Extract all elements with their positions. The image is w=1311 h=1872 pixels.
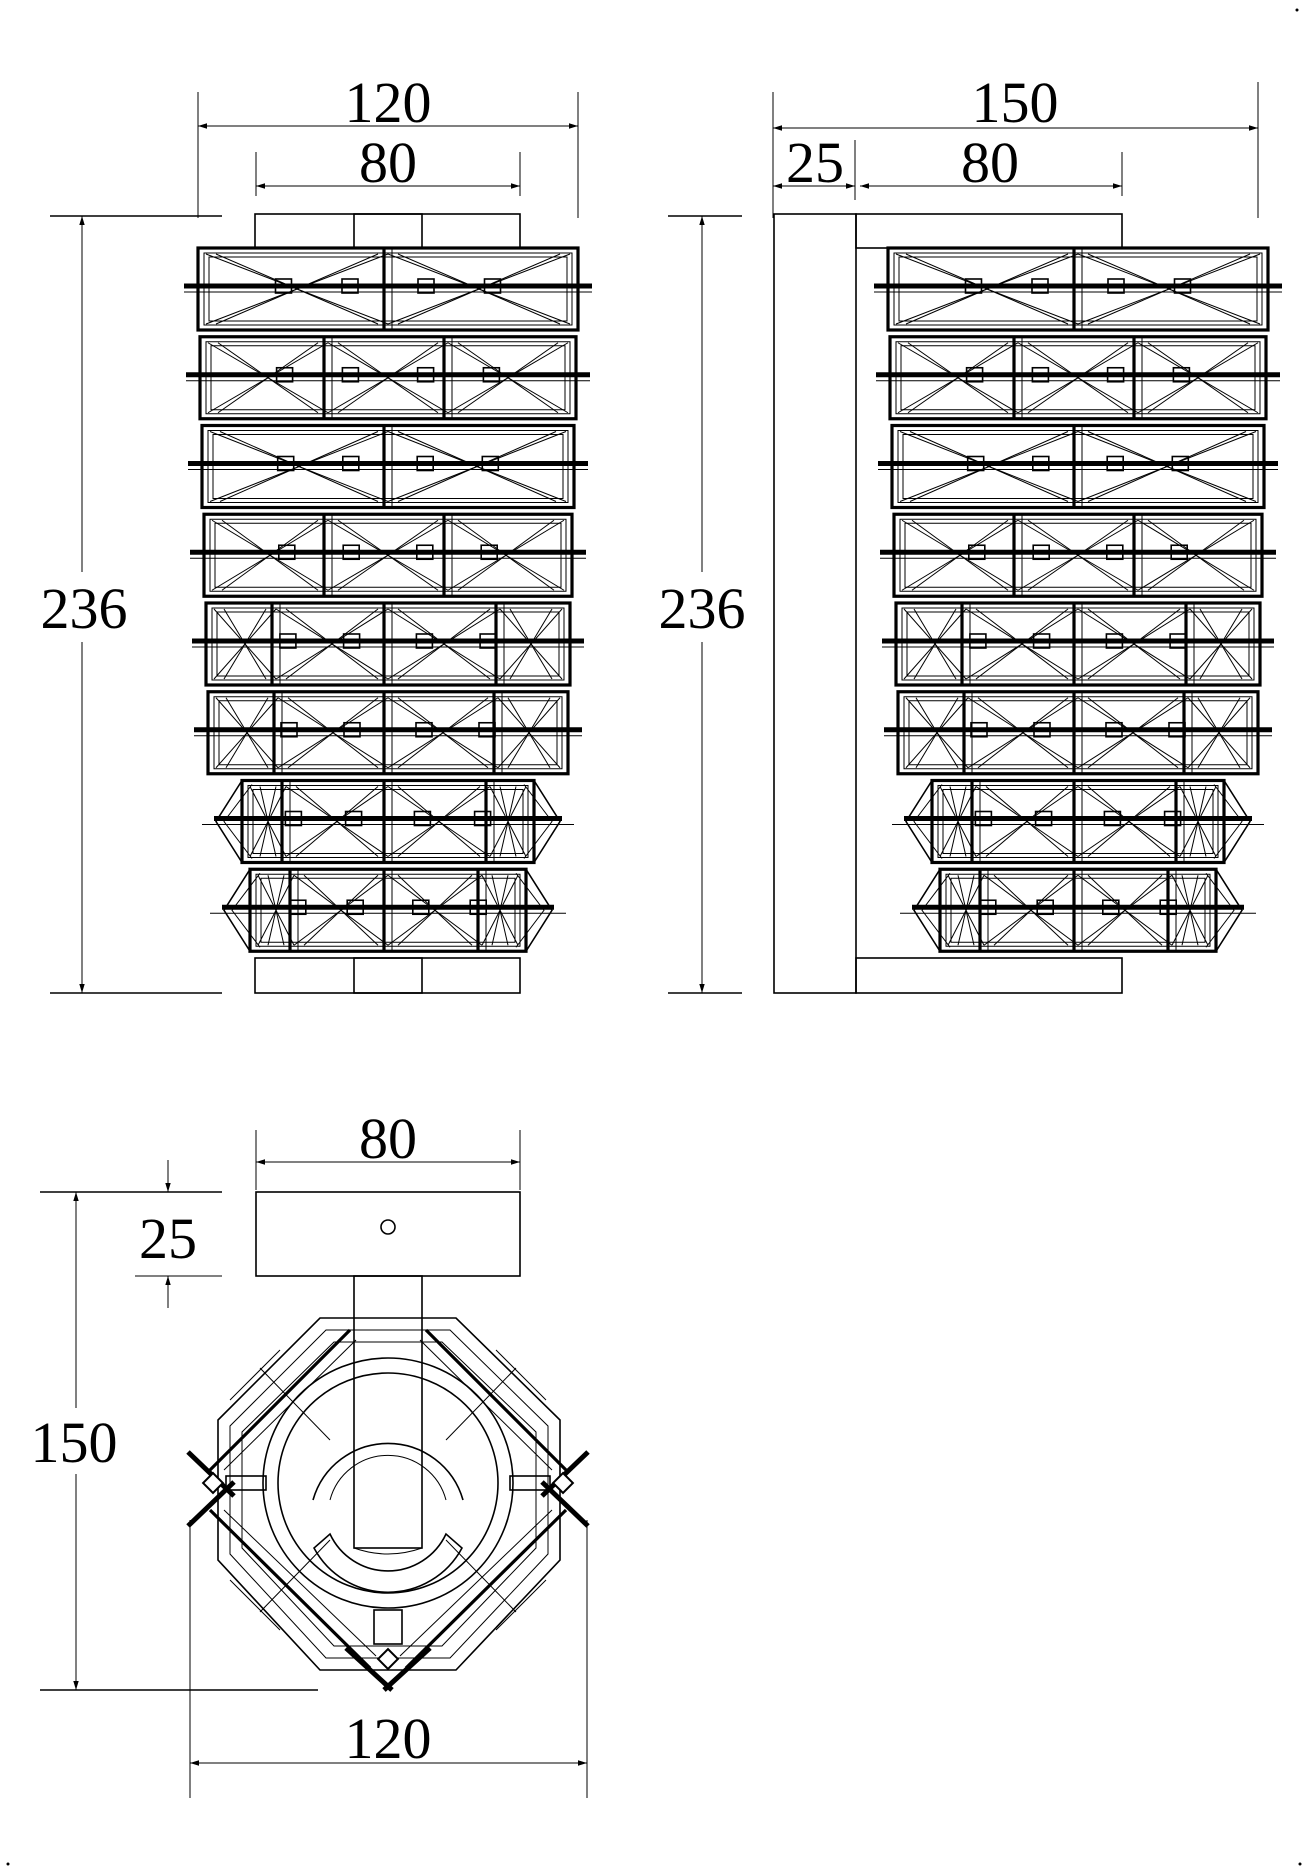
top-dim-width-overall: 120	[189, 1520, 588, 1798]
front-tier	[194, 690, 582, 776]
front-tier	[186, 335, 590, 421]
top-holder-arc	[312, 1442, 464, 1501]
front-top-cap	[254, 213, 521, 249]
front-view: 120 80 236	[30, 70, 592, 994]
top-dim-plate-width: 80	[255, 1106, 521, 1190]
side-tier	[900, 867, 1256, 953]
front-dim-height: 236	[30, 215, 222, 994]
side-tier	[878, 423, 1278, 510]
side-bottom-arm	[855, 957, 1123, 994]
front-top-cap-center	[353, 213, 423, 249]
top-dim-plate-width-label: 80	[359, 1106, 417, 1171]
front-dim-height-label: 236	[41, 576, 128, 641]
side-dim-width-inner: 80	[860, 130, 1123, 196]
front-tier	[184, 246, 592, 332]
top-support-arm	[353, 1275, 423, 1549]
side-view: 150 25 80 236	[648, 70, 1282, 994]
side-dim-height-label: 236	[659, 576, 746, 641]
side-tier	[874, 246, 1282, 332]
side-tier	[876, 335, 1280, 421]
side-dim-width-inner-label: 80	[961, 130, 1019, 195]
top-dim-depth-overall: 150	[20, 1191, 318, 1691]
side-dim-plate-thickness: 25	[773, 130, 856, 200]
top-holder-outer-ring	[262, 1357, 514, 1609]
front-bottom-cap	[254, 957, 521, 994]
front-dim-width-inner: 80	[255, 130, 521, 196]
side-tier	[884, 690, 1272, 776]
top-holder-bottom-segment	[312, 1532, 464, 1594]
top-dim-width-overall-label: 120	[345, 1706, 432, 1771]
front-bottom-cap-center	[353, 957, 423, 994]
front-tier	[210, 867, 566, 953]
front-crystal-tiers	[184, 246, 592, 953]
top-view: 80 25 150 120	[20, 1106, 590, 1798]
top-dim-plate-thickness: 25	[135, 1160, 222, 1308]
side-top-arm	[855, 213, 1123, 249]
side-dim-height: 236	[648, 215, 758, 994]
front-tier	[192, 601, 584, 687]
side-tier	[892, 778, 1264, 865]
top-dim-plate-thickness-label: 25	[139, 1206, 197, 1271]
front-dim-width-overall-label: 120	[345, 70, 432, 135]
side-wall-plate	[773, 213, 857, 994]
side-dim-plate-thickness-label: 25	[786, 130, 844, 195]
front-tier	[202, 778, 574, 865]
top-mounting-hole	[380, 1219, 396, 1235]
front-dim-width-inner-label: 80	[359, 130, 417, 195]
front-tier	[188, 423, 588, 510]
side-tier	[882, 601, 1274, 687]
side-dim-depth-overall-label: 150	[972, 70, 1059, 135]
front-dim-width-overall: 120	[197, 70, 579, 218]
top-dim-depth-overall-label: 150	[31, 1410, 118, 1475]
front-tier	[190, 512, 586, 598]
side-crystal-tiers	[874, 246, 1282, 953]
side-dim-depth-overall: 150	[772, 70, 1259, 218]
top-crystal-shade	[186, 1275, 590, 1692]
side-tier	[880, 512, 1276, 598]
